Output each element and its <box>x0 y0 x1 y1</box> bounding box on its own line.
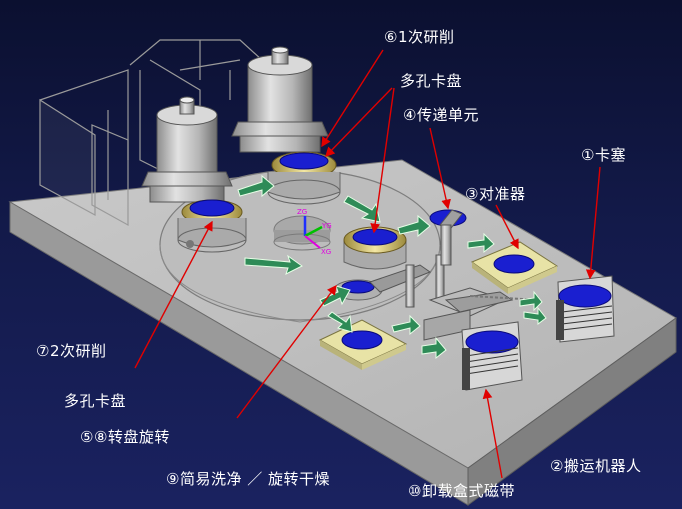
center-chuck <box>343 226 407 270</box>
flow-arrow-11 <box>421 336 447 360</box>
cassette-unload <box>461 321 523 391</box>
flow-arrow-8 <box>391 314 421 336</box>
pointer-6 <box>321 49 384 148</box>
spindle-right <box>231 46 341 205</box>
axis-y-label: YG <box>321 222 332 230</box>
axis-marker: ZG YG XG <box>297 208 332 256</box>
flow-arrow-4 <box>397 214 431 238</box>
label-transport-robot: ②搬运机器人 <box>550 457 642 475</box>
transport-robot <box>423 287 541 341</box>
wash-pad <box>318 319 408 370</box>
label-transfer-unit: ④传递单元 <box>403 106 479 124</box>
axis-z-label: ZG <box>297 208 307 216</box>
label-grinding-2: ⑦2次研削 <box>36 342 107 360</box>
label-wash-dry: ⑨简易洗净 ／ 旋转干燥 <box>166 470 330 488</box>
pointer-58 <box>236 284 337 419</box>
label-porous-chuck-top: 多孔卡盘 <box>400 72 463 90</box>
flow-arrow-5 <box>467 232 495 254</box>
axis-x-label: XG <box>321 248 331 256</box>
label-porous-chuck-bottom: 多孔卡盘 <box>64 392 127 410</box>
label-aligner: ③对准器 <box>465 185 526 203</box>
pointer-10 <box>482 388 503 479</box>
flow-arrows <box>237 174 547 360</box>
pointer-7 <box>134 220 213 369</box>
pointer-lines <box>134 49 601 479</box>
aligner-pad <box>470 241 559 294</box>
flow-arrow-6 <box>319 285 351 307</box>
spindle-left <box>141 96 247 253</box>
pointer-multi-top-a <box>325 87 393 158</box>
pointer-4 <box>429 127 451 210</box>
wafer-center <box>352 228 398 246</box>
flow-arrow-7 <box>327 311 353 333</box>
pointer-1 <box>585 166 601 280</box>
label-cassette: ①卡塞 <box>581 146 626 164</box>
pointer-3 <box>495 204 519 250</box>
wafer-spindle-left <box>189 199 235 217</box>
cassette-load <box>556 275 615 343</box>
label-grinding-1: ⑥1次研削 <box>384 28 455 46</box>
flow-arrow-1 <box>244 254 303 275</box>
pointer-multi-top-b <box>370 87 395 234</box>
label-unload-cassette: ⑩卸载盒式磁带 <box>408 482 515 500</box>
flow-arrow-3 <box>237 174 275 198</box>
label-turntable-rotation: ⑤⑧转盘旋转 <box>80 428 170 446</box>
flow-arrow-2 <box>343 195 381 223</box>
flow-arrow-10 <box>523 306 547 325</box>
flow-arrow-9 <box>519 290 543 312</box>
wafer-spindle-right <box>279 152 329 170</box>
transfer-unit <box>429 209 467 266</box>
